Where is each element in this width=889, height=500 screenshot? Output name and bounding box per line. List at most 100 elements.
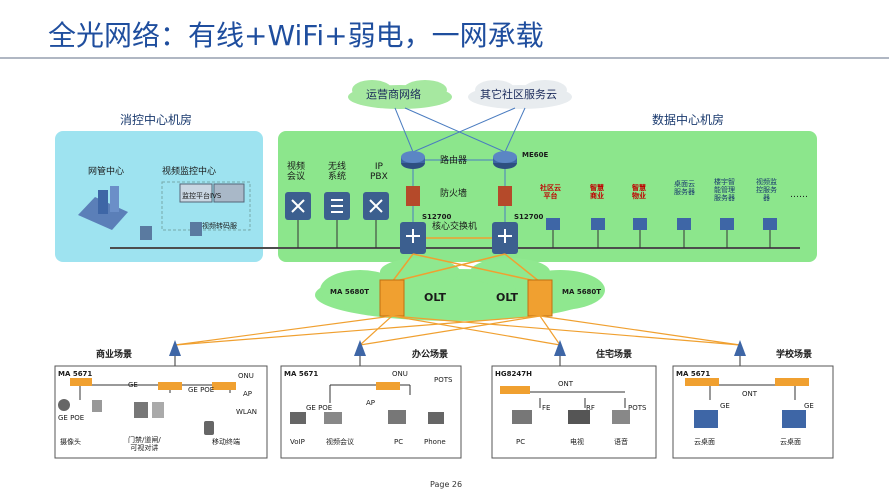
office-ap-label: AP <box>366 399 376 407</box>
ont-school-left-icon <box>685 378 719 386</box>
router-small-icon <box>140 226 152 240</box>
scene-model-residential: HG8247H <box>495 370 532 378</box>
office-pots-label: POTS <box>434 376 453 384</box>
server-label-building-mgmt: 楼宇智 能管理 服务器 <box>714 178 735 203</box>
fire-control-room <box>55 131 263 262</box>
endpoint-camera: 摄像头 <box>60 438 81 446</box>
olt-left-icon <box>379 279 405 317</box>
commercial-gepoe-right: GE POE <box>188 386 215 394</box>
olt-label-right: OLT <box>496 291 519 304</box>
endpoint-voip: VoIP <box>290 438 305 446</box>
page-number: Page 26 <box>430 480 463 489</box>
endpoint-pc-residential: PC <box>516 438 526 446</box>
cloud-desktop-left-icon <box>694 410 718 428</box>
operator-cloud <box>348 80 452 109</box>
scene-model-office: MA 5671 <box>284 370 319 378</box>
ont-school-right-icon <box>775 378 809 386</box>
video-storage-label: 视频转码服 <box>202 222 237 230</box>
commercial-ge-label: GE <box>128 381 138 389</box>
page-title: 全光网络：有线+WiFi+弱电，一网承载 <box>48 19 544 52</box>
router-model-label: ME60E <box>522 151 549 159</box>
fire-room-label: 消控中心机房 <box>120 113 193 127</box>
voip-phone-icon <box>290 412 306 424</box>
scene-name-commercial: 商业场景 <box>96 350 133 360</box>
switch-model-left: S12700 <box>422 213 452 221</box>
access-control-icon <box>134 402 148 418</box>
service-label-video: 视频 会议 <box>287 162 306 183</box>
scene-name-school: 学校场景 <box>776 350 813 360</box>
tv-icon <box>568 410 590 424</box>
server-label-video-surveillance: 视频监 控服务 器 <box>756 178 777 203</box>
cloud-links <box>394 107 526 153</box>
phone-icon <box>428 412 444 424</box>
endpoint-access-control: 门禁/道闸/ 可视对讲 <box>128 436 161 453</box>
endpoint-mobile: 移动终端 <box>212 438 240 446</box>
firewall-right-icon <box>498 186 512 206</box>
scene-name-residential: 住宅场景 <box>596 350 633 360</box>
scene-model-commercial: MA 5671 <box>58 370 93 378</box>
office-onu-label: ONU <box>392 370 408 378</box>
service-icons <box>285 192 389 220</box>
school-ont-label: ONT <box>742 390 758 398</box>
server-label-community-cloud: 社区云 平台 <box>540 184 561 201</box>
endpoint-cloud-desktop-left: 云桌面 <box>694 438 715 446</box>
office-gepoe-label: GE POE <box>306 404 333 412</box>
core-switch-label: 核心交换机 <box>432 222 478 232</box>
olt-label-left: OLT <box>424 291 447 304</box>
video-monitor-label: 视频监控中心 <box>162 167 217 177</box>
video-monitor-wall <box>161 181 251 231</box>
pc-residential-icon <box>512 410 532 424</box>
olt-model-left: MA 5680T <box>330 288 370 296</box>
mobile-terminal-icon <box>204 421 214 435</box>
switch-model-right: S12700 <box>514 213 544 221</box>
operator-cloud-label: 运营商网络 <box>366 88 421 101</box>
school-ge-right: GE <box>804 402 814 410</box>
residential-fe-label: FE <box>542 404 551 412</box>
service-label-ippbx: IP PBX <box>370 162 388 183</box>
router-right-icon <box>493 151 517 169</box>
endpoint-tv: 电视 <box>570 438 584 446</box>
router-left-icon <box>401 151 425 169</box>
endpoint-pc-office: PC <box>394 438 404 446</box>
nms-label: 网管中心 <box>88 167 125 177</box>
scene-name-office: 办公场景 <box>412 350 449 360</box>
commercial-wlan-label: WLAN <box>236 408 258 416</box>
residential-pots-label: POTS <box>628 404 647 412</box>
community-cloud <box>468 80 572 109</box>
community-cloud-label: 其它社区服务云 <box>480 88 557 101</box>
scene-model-school: MA 5671 <box>676 370 711 378</box>
camera-icon <box>58 399 70 411</box>
endpoint-voice: 语音 <box>614 438 628 446</box>
service-label-wireless: 无线 系统 <box>328 162 347 183</box>
video-conf-icon <box>324 412 342 424</box>
ont-residential-icon <box>500 386 530 394</box>
cloud-desktop-right-icon <box>782 410 806 428</box>
nms-building-icon <box>78 186 128 230</box>
commercial-onu-label: ONU <box>238 372 254 380</box>
data-center-label: 数据中心机房 <box>652 113 725 127</box>
pc-office-icon <box>388 410 406 424</box>
server-label-smart-property: 智慧 物业 <box>632 184 646 201</box>
router-label: 路由器 <box>440 156 468 166</box>
school-ge-left: GE <box>720 402 730 410</box>
endpoint-video-conf: 视频会议 <box>326 438 354 446</box>
commercial-gepoe-left: GE POE <box>58 414 85 422</box>
switch-small-icon <box>190 222 202 236</box>
endpoint-cloud-desktop-right: 云桌面 <box>780 438 801 446</box>
endpoint-phone: Phone <box>424 438 446 446</box>
monitor-platform-label: 监控平台IVS <box>182 192 222 200</box>
olt-right-icon <box>527 279 553 317</box>
commercial-ap-label: AP <box>243 390 253 398</box>
residential-ont-label: ONT <box>558 380 574 388</box>
server-label-desktop-cloud: 桌面云 服务器 <box>674 180 695 197</box>
firewall-label: 防火墙 <box>440 189 468 199</box>
title-divider <box>0 57 889 59</box>
server-icons <box>546 218 777 230</box>
voice-phone-icon <box>612 410 630 424</box>
splitter-icons <box>169 340 746 356</box>
firewall-left-icon <box>406 186 420 206</box>
olt-model-right: MA 5680T <box>562 288 602 296</box>
onu-commercial-icon <box>70 378 92 386</box>
residential-rf-label: RF <box>586 404 595 412</box>
